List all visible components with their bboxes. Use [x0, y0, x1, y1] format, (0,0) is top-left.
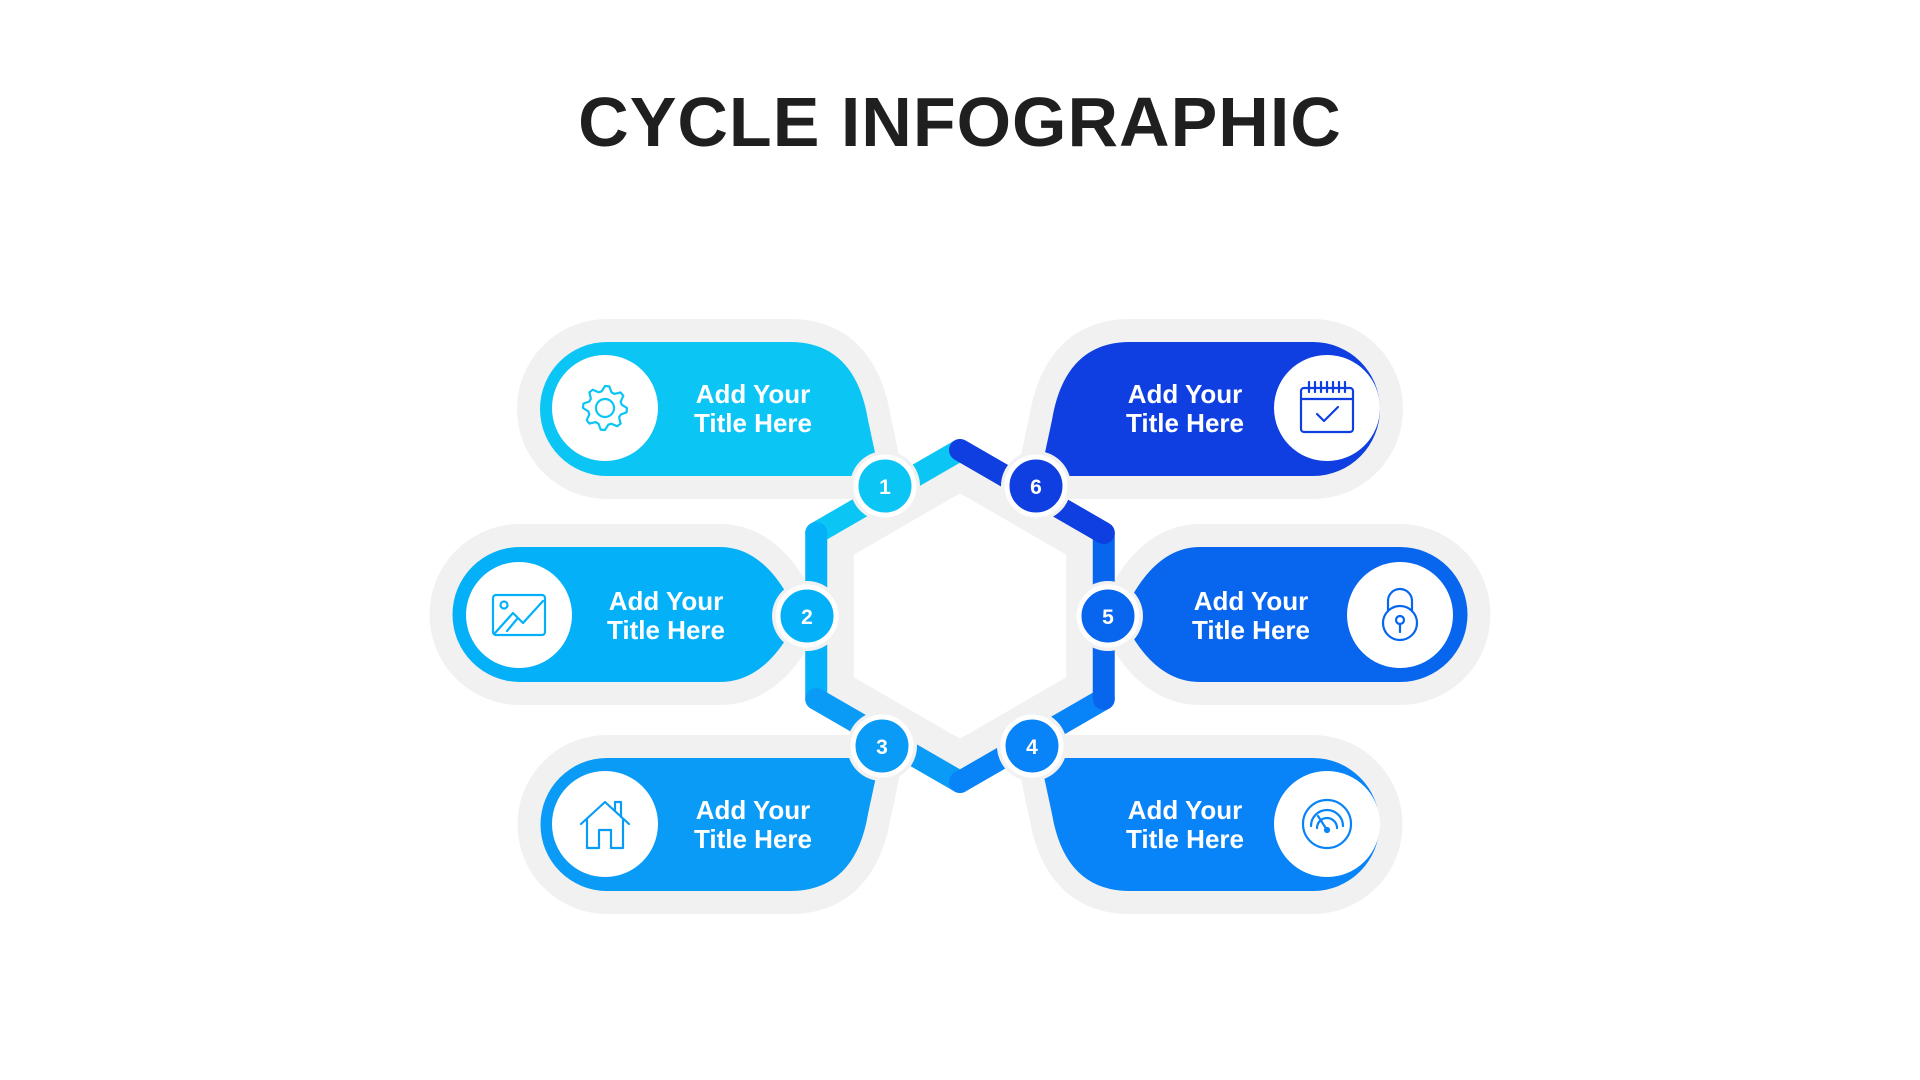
step-title-line: Add Your: [1128, 795, 1243, 825]
step-title-line: Title Here: [1126, 824, 1244, 854]
step-number: 2: [801, 606, 813, 629]
step-title-line: Add Your: [1128, 379, 1243, 409]
calendar-icon: [1299, 380, 1355, 434]
step-title-line: Add Your: [1194, 586, 1309, 616]
gear-icon: [581, 384, 629, 432]
lock-icon: [1381, 587, 1419, 642]
step-badge-5[interactable]: 5: [1073, 581, 1143, 651]
step-number: 3: [876, 736, 888, 759]
step-title-line: Add Your: [609, 586, 724, 616]
step-title-line: Add Your: [696, 795, 811, 825]
gauge-icon: [1301, 798, 1353, 850]
step-badge-2[interactable]: 2: [772, 581, 842, 651]
icon-circle: [466, 562, 572, 668]
icon-circle: [1274, 771, 1380, 877]
step-title-line: Title Here: [607, 615, 725, 645]
step-number: 5: [1102, 606, 1114, 629]
icon-circle: [552, 771, 658, 877]
page-title: CYCLE INFOGRAPHIC: [578, 83, 1342, 161]
step-badge-3[interactable]: 3: [847, 711, 917, 781]
house-icon: [579, 800, 631, 850]
step-title-line: Title Here: [694, 824, 812, 854]
step-title-line: Title Here: [694, 408, 812, 438]
step-number: 6: [1030, 476, 1042, 499]
step-title-line: Title Here: [1126, 408, 1244, 438]
step-badge-4[interactable]: 4: [997, 711, 1067, 781]
image-icon: [491, 593, 547, 637]
step-number: 4: [1026, 736, 1038, 759]
step-title-line: Add Your: [696, 379, 811, 409]
icon-circle: [1274, 355, 1380, 461]
step-badge-6[interactable]: 6: [1001, 451, 1071, 521]
hex-center: [853, 494, 1067, 738]
step-number: 1: [879, 476, 891, 499]
step-badge-1[interactable]: 1: [850, 451, 920, 521]
step-title-line: Title Here: [1192, 615, 1310, 645]
icon-circle: [552, 355, 658, 461]
